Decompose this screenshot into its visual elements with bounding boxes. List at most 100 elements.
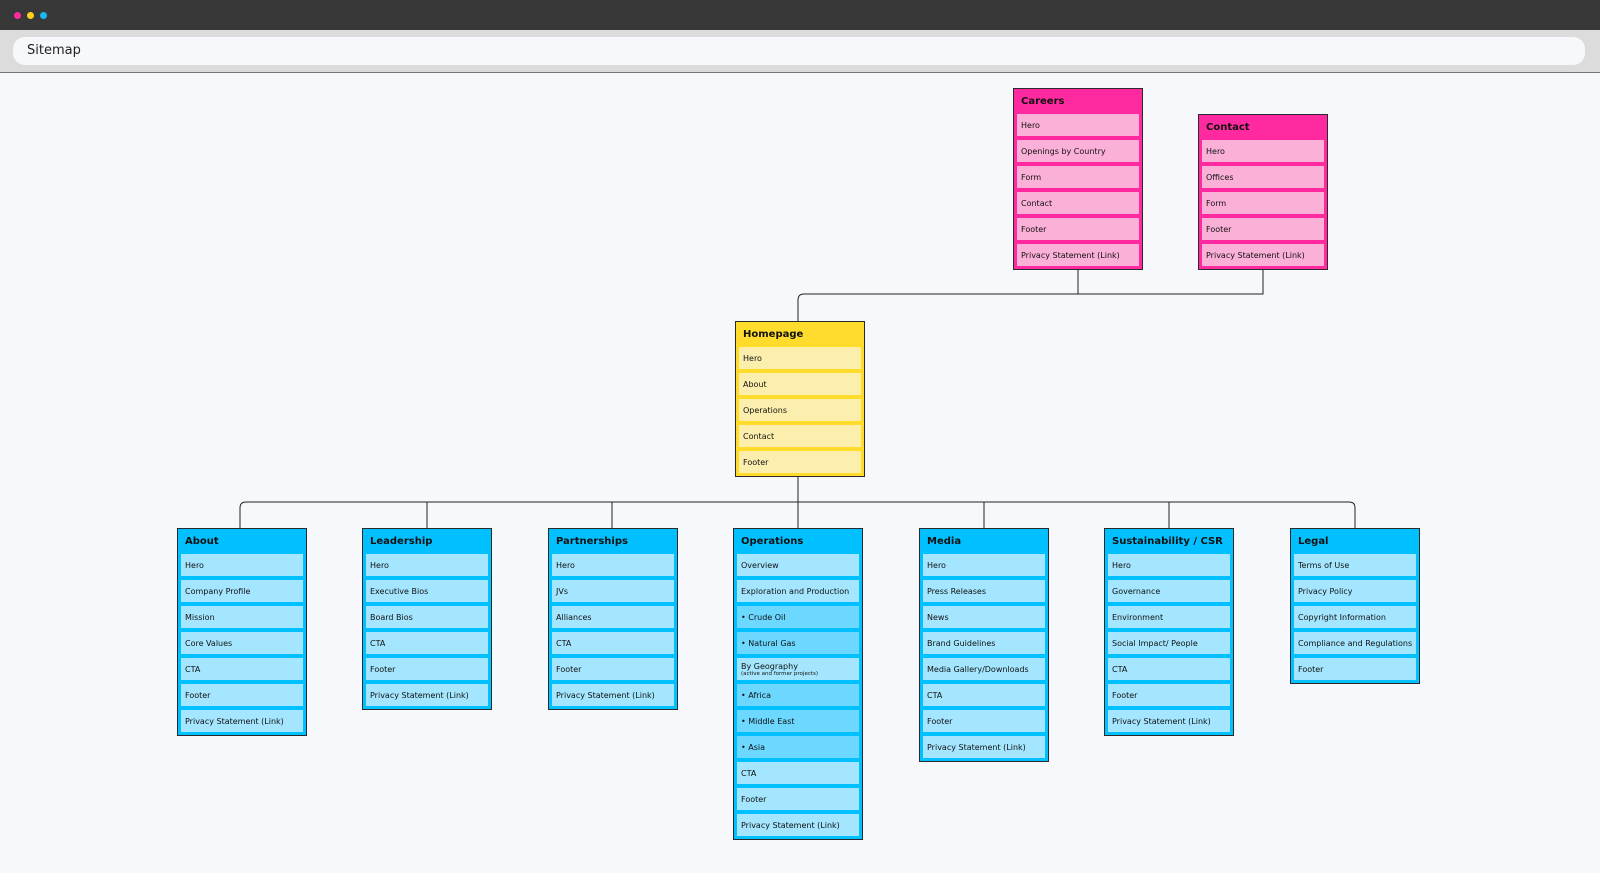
node-item: Form <box>1202 192 1324 214</box>
node-item: Form <box>1017 166 1139 188</box>
node-item: Footer <box>181 684 303 706</box>
node-title: Sustainability / CSR <box>1112 536 1223 547</box>
node-item: Privacy Statement (Link) <box>1108 710 1230 732</box>
node-item: About <box>739 373 861 395</box>
node-legal[interactable]: Legal Terms of Use Privacy Policy Copyri… <box>1290 528 1420 684</box>
node-item: Company Profile <box>181 580 303 602</box>
node-item: Hero <box>923 554 1045 576</box>
minimize-window-dot[interactable] <box>27 12 34 19</box>
node-item: Footer <box>366 658 488 680</box>
node-subitem: • Africa <box>737 684 859 706</box>
node-item: CTA <box>1108 658 1230 680</box>
node-title: Partnerships <box>556 536 628 547</box>
node-careers[interactable]: Careers Hero Openings by Country Form Co… <box>1013 88 1143 270</box>
node-item: Contact <box>739 425 861 447</box>
node-item: Board Bios <box>366 606 488 628</box>
node-item: CTA <box>923 684 1045 706</box>
node-item: Overview <box>737 554 859 576</box>
node-item: Environment <box>1108 606 1230 628</box>
node-item: Hero <box>366 554 488 576</box>
node-item: Social Impact/ People <box>1108 632 1230 654</box>
node-contact[interactable]: Contact Hero Offices Form Footer Privacy… <box>1198 114 1328 270</box>
node-title: Legal <box>1298 536 1329 547</box>
node-item: Hero <box>739 347 861 369</box>
close-window-dot[interactable] <box>14 12 21 19</box>
node-title: Leadership <box>370 536 433 547</box>
node-subitem: • Natural Gas <box>737 632 859 654</box>
node-item-geography: By Geography (active and former projects… <box>737 658 859 680</box>
node-partnerships[interactable]: Partnerships Hero JVs Alliances CTA Foot… <box>548 528 678 710</box>
bullet-icon: • <box>741 690 749 700</box>
node-item: Compliance and Regulations <box>1294 632 1416 654</box>
node-item: CTA <box>737 762 859 784</box>
node-item: Hero <box>181 554 303 576</box>
window-toolbar: Sitemap <box>0 30 1600 73</box>
node-title: About <box>185 536 219 547</box>
node-item: Executive Bios <box>366 580 488 602</box>
bullet-icon: • <box>741 742 749 752</box>
node-item: CTA <box>366 632 488 654</box>
node-item: Press Releases <box>923 580 1045 602</box>
node-homepage[interactable]: Homepage Hero About Operations Contact F… <box>735 321 865 477</box>
node-subitem: • Crude Oil <box>737 606 859 628</box>
node-subitem: • Asia <box>737 736 859 758</box>
window-titlebar <box>0 0 1600 30</box>
address-bar[interactable]: Sitemap <box>13 37 1585 65</box>
node-item: Footer <box>739 451 861 473</box>
bullet-icon: • <box>741 638 749 648</box>
node-about[interactable]: About Hero Company Profile Mission Core … <box>177 528 307 736</box>
node-item: Privacy Statement (Link) <box>181 710 303 732</box>
node-subitem: • Middle East <box>737 710 859 732</box>
node-item: Hero <box>552 554 674 576</box>
node-item: Privacy Statement (Link) <box>1017 244 1139 266</box>
node-sustainability[interactable]: Sustainability / CSR Hero Governance Env… <box>1104 528 1234 736</box>
node-item: Hero <box>1108 554 1230 576</box>
node-item: Footer <box>1294 658 1416 680</box>
node-operations[interactable]: Operations Overview Exploration and Prod… <box>733 528 863 840</box>
node-item: Privacy Policy <box>1294 580 1416 602</box>
node-item: Copyright Information <box>1294 606 1416 628</box>
node-item: Hero <box>1202 140 1324 162</box>
node-item: Media Gallery/Downloads <box>923 658 1045 680</box>
node-item: Hero <box>1017 114 1139 136</box>
node-item: Offices <box>1202 166 1324 188</box>
bullet-icon: • <box>741 612 749 622</box>
node-item: Privacy Statement (Link) <box>737 814 859 836</box>
node-title: Careers <box>1021 96 1065 107</box>
node-item: Privacy Statement (Link) <box>923 736 1045 758</box>
node-item: Mission <box>181 606 303 628</box>
node-item: CTA <box>181 658 303 680</box>
node-leadership[interactable]: Leadership Hero Executive Bios Board Bio… <box>362 528 492 710</box>
node-title: Homepage <box>743 329 804 340</box>
node-item: CTA <box>552 632 674 654</box>
node-item: Alliances <box>552 606 674 628</box>
node-item: Privacy Statement (Link) <box>366 684 488 706</box>
node-item: Footer <box>552 658 674 680</box>
node-item: Footer <box>1017 218 1139 240</box>
node-title: Operations <box>741 536 804 547</box>
node-media[interactable]: Media Hero Press Releases News Brand Gui… <box>919 528 1049 762</box>
connector-homepage-up <box>797 268 1264 321</box>
node-item: Footer <box>1202 218 1324 240</box>
node-title: Media <box>927 536 962 547</box>
node-item: Terms of Use <box>1294 554 1416 576</box>
maximize-window-dot[interactable] <box>40 12 47 19</box>
connector-bottom-bar <box>239 501 1356 528</box>
sitemap-canvas: Careers Hero Openings by Country Form Co… <box>0 73 1600 873</box>
connector-lines <box>239 268 1356 528</box>
node-title: Contact <box>1206 122 1250 133</box>
node-item: Footer <box>1108 684 1230 706</box>
node-item: Operations <box>739 399 861 421</box>
node-item: Footer <box>923 710 1045 732</box>
node-item: Footer <box>737 788 859 810</box>
node-item: Privacy Statement (Link) <box>1202 244 1324 266</box>
bullet-icon: • <box>741 716 749 726</box>
node-item: Governance <box>1108 580 1230 602</box>
node-item: News <box>923 606 1045 628</box>
node-item: Brand Guidelines <box>923 632 1045 654</box>
geography-note: (active and former projects) <box>741 670 819 677</box>
node-item: Openings by Country <box>1017 140 1139 162</box>
node-item: Privacy Statement (Link) <box>552 684 674 706</box>
node-item: Exploration and Production <box>737 580 859 602</box>
node-item: JVs <box>552 580 674 602</box>
